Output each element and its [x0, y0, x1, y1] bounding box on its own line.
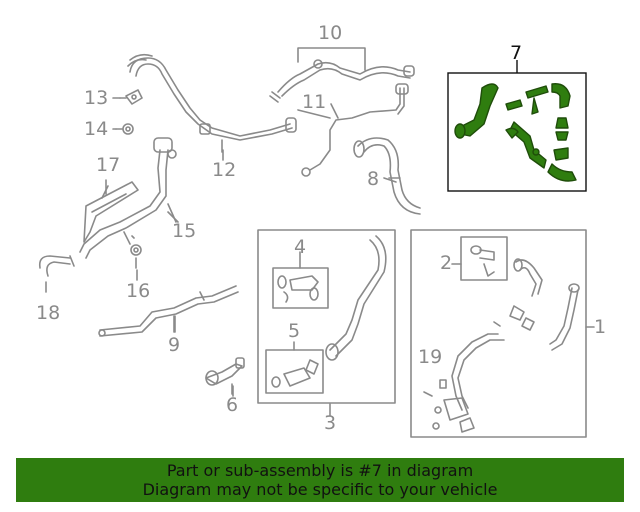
- part-3-box[interactable]: [257, 229, 396, 404]
- part-3-hose[interactable]: [325, 235, 387, 417]
- callout-11: 11: [302, 91, 327, 113]
- callout-7: 7: [510, 42, 523, 64]
- part-9-pipe[interactable]: [98, 285, 239, 337]
- part-14-washer[interactable]: [115, 123, 134, 135]
- callout-16: 16: [126, 280, 151, 302]
- callout-12: 12: [212, 159, 237, 181]
- callout-18: 18: [36, 302, 61, 324]
- banner-line-2: Diagram may not be specific to your vehi…: [142, 480, 498, 499]
- callout-8: 8: [367, 168, 380, 190]
- callout-14: 14: [84, 118, 109, 140]
- part-12-pipe[interactable]: [127, 53, 297, 153]
- callout-5: 5: [288, 320, 301, 342]
- callout-15: 15: [172, 220, 197, 242]
- part-15-pipe[interactable]: [79, 137, 177, 259]
- callout-3: 3: [324, 412, 337, 434]
- callout-19: 19: [418, 346, 443, 368]
- part-1-hoses[interactable]: [423, 258, 595, 433]
- part-11-hose[interactable]: [297, 83, 409, 177]
- banner-line-1: Part or sub-assembly is #7 in diagram: [166, 461, 474, 480]
- info-banner: Part or sub-assembly is #7 in diagram Di…: [16, 458, 624, 502]
- part-5-box[interactable]: [265, 341, 324, 394]
- part-16-nut[interactable]: [130, 244, 142, 269]
- callout-17: 17: [96, 154, 121, 176]
- part-7-box[interactable]: [447, 60, 587, 192]
- callout-9: 9: [168, 334, 181, 356]
- part-8-hose[interactable]: [353, 137, 421, 215]
- part-1-box[interactable]: [410, 229, 587, 438]
- callout-10: 10: [318, 22, 343, 44]
- part-10-hoses[interactable]: [269, 47, 415, 103]
- callout-13: 13: [84, 87, 109, 109]
- callout-4: 4: [294, 236, 307, 258]
- part-13-fitting[interactable]: [119, 89, 143, 105]
- part-6-fitting[interactable]: [205, 357, 245, 395]
- part-4-box[interactable]: [272, 251, 329, 309]
- part-2-box[interactable]: [451, 236, 508, 281]
- part-17-bracket[interactable]: [83, 181, 139, 243]
- callout-1: 1: [594, 316, 607, 338]
- part-7-hose-assembly[interactable]: [454, 83, 577, 182]
- callout-6: 6: [226, 394, 239, 416]
- callout-2: 2: [440, 252, 453, 274]
- part-18-hose[interactable]: [38, 255, 75, 293]
